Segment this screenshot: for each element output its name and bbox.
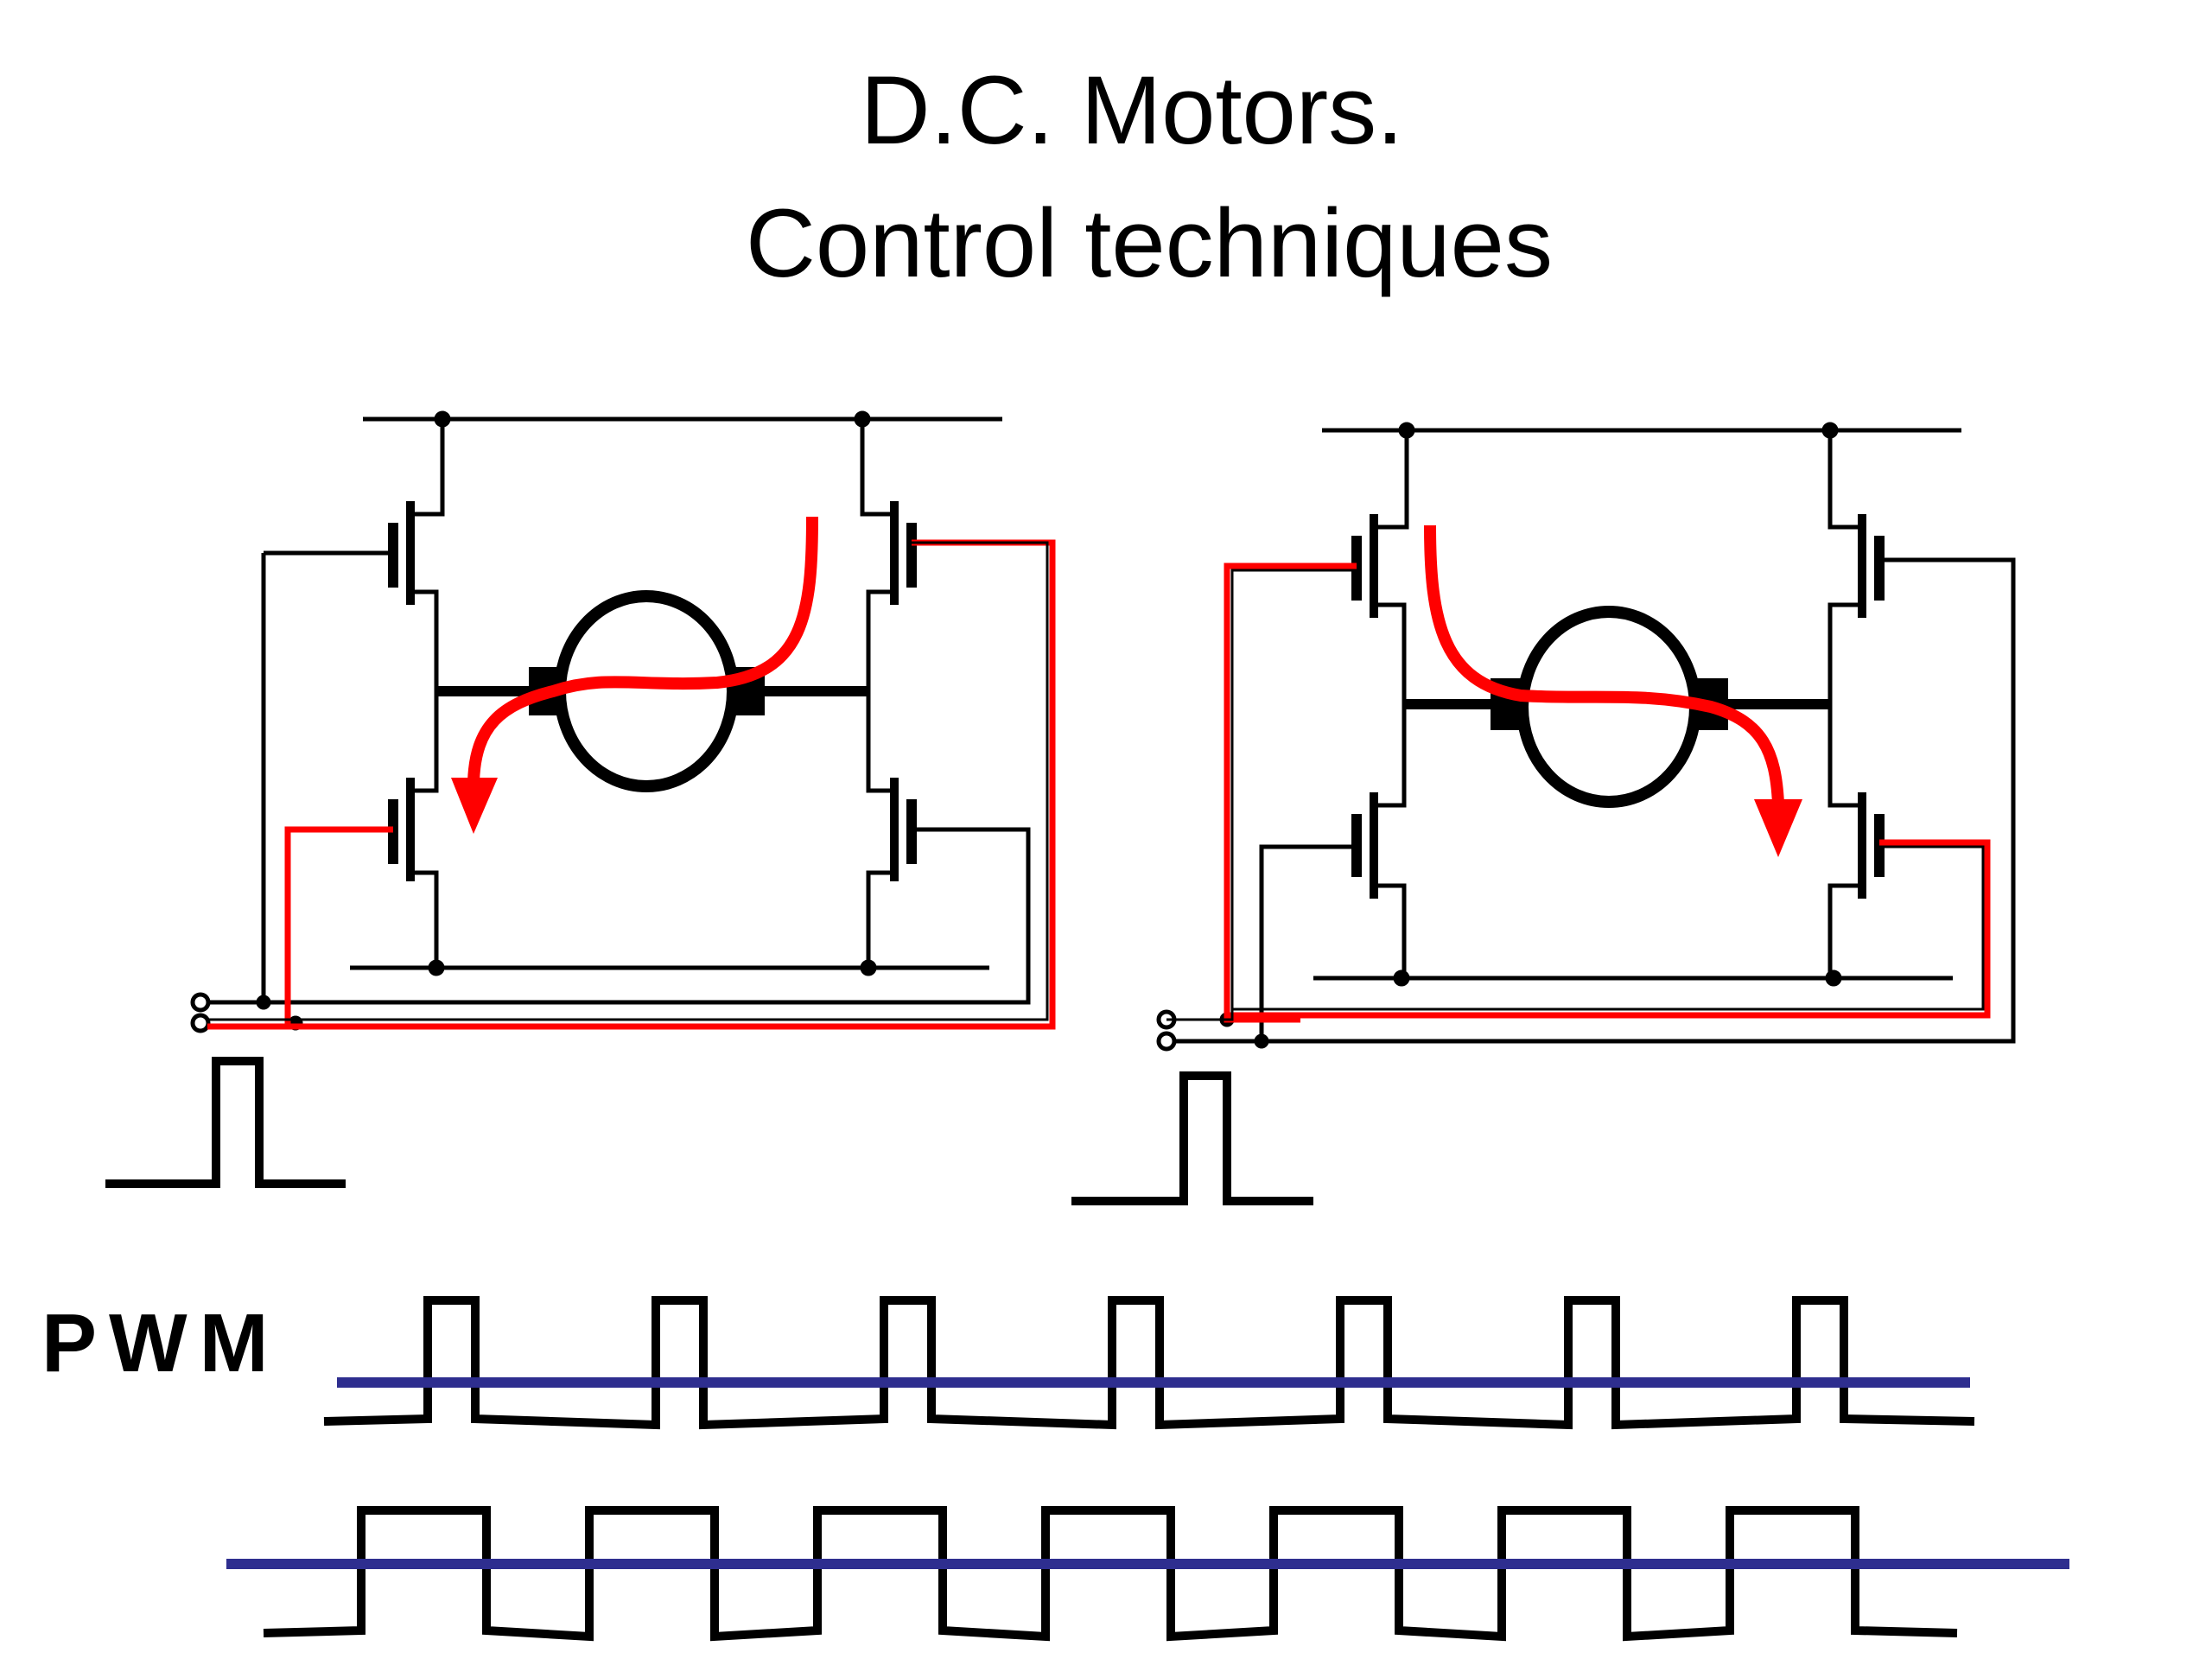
right-bridge-q3-mosfet — [1166, 514, 2016, 1044]
left-gate-pulse — [105, 1057, 346, 1188]
pwm-narrow-duty-waveform — [323, 1296, 1975, 1430]
slide-title: D.C. Motors. — [860, 56, 1404, 164]
left-dc-motor — [529, 590, 765, 792]
left-bridge-q3-mosfet — [890, 501, 917, 605]
right-bridge-active-path — [1224, 524, 1991, 1023]
right-h-bridge — [1156, 422, 2016, 1052]
pwm-label: PWM — [41, 1297, 281, 1389]
pwm-wide-duty-waveform — [263, 1506, 1958, 1642]
pwm-waveforms — [226, 1296, 2069, 1642]
left-bridge-q1-mosfet — [264, 501, 415, 605]
right-bridge-q2-mosfet — [1259, 792, 1378, 1041]
right-bridge-q4-mosfet — [1858, 792, 1885, 899]
left-bridge-q2-mosfet — [388, 778, 415, 881]
slide-subtitle: Control techniques — [746, 189, 1553, 297]
right-gate-pulse — [1071, 1071, 1313, 1205]
left-bridge-q4-mosfet — [264, 778, 1031, 1005]
right-bridge-q1-mosfet — [1351, 514, 1378, 618]
left-h-bridge — [190, 410, 1031, 1033]
